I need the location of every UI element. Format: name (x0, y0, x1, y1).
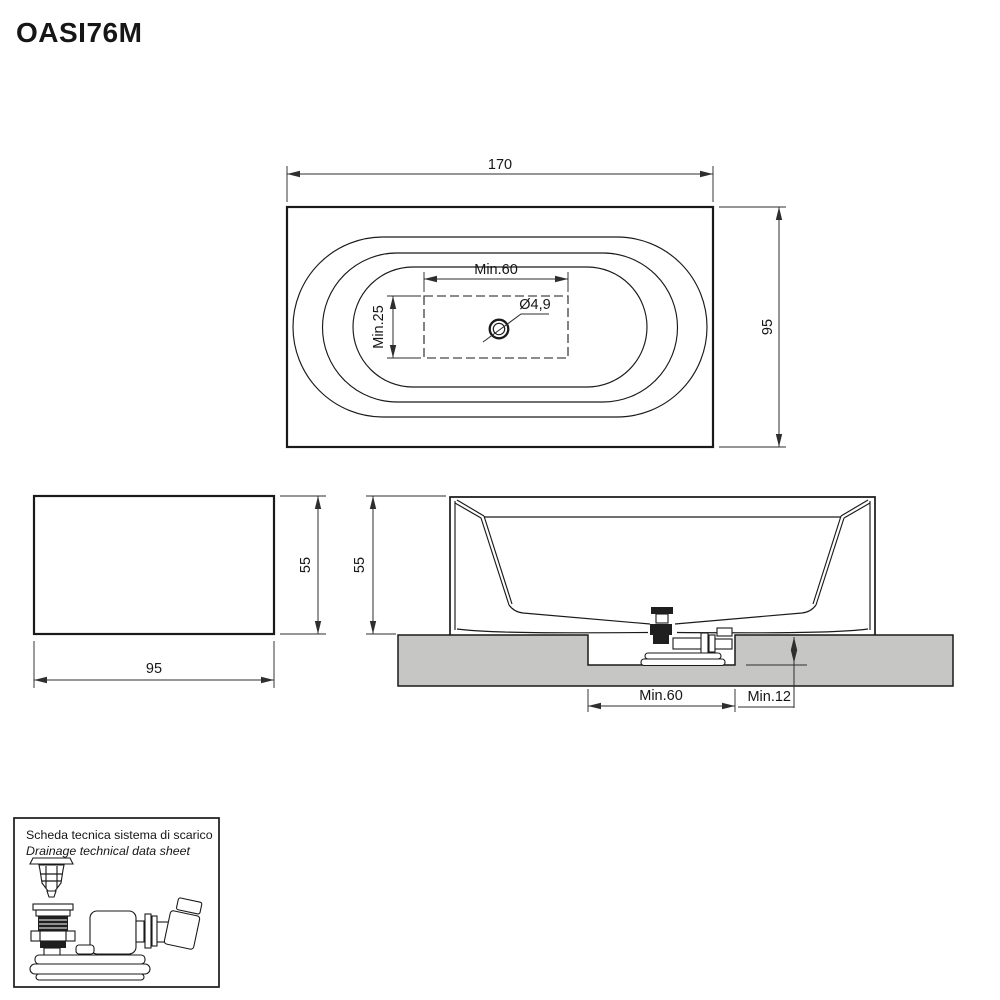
trap-step (75, 944, 95, 955)
trap-plate-bottom (640, 658, 726, 667)
outlet-flange (144, 913, 152, 949)
pipe-flange-2 (708, 634, 716, 653)
side-view: 55 95 (32, 494, 326, 688)
drain-assembly-section (640, 607, 733, 667)
drain-leader-line (482, 313, 549, 343)
drain-detail-box: Scheda tecnica sistema di scarico Draina… (13, 817, 220, 988)
dim-section-recess-depth: Min.12 (738, 637, 807, 708)
extension-lines (366, 495, 446, 635)
drain-flange-plate (32, 903, 74, 911)
tub-side-outline (32, 494, 276, 636)
section-view: 55 Min.60 Min.12 (352, 495, 954, 712)
dim-label-recess-depth: Min.12 (747, 689, 791, 705)
mounting-platform (397, 634, 954, 687)
drain-threads-2 (40, 941, 66, 948)
pipe-end (714, 638, 733, 650)
box-caption-italian: Scheda tecnica sistema di scarico (26, 828, 213, 842)
dim-label-depth: 95 (760, 319, 776, 335)
dim-side-width: 95 (33, 641, 275, 688)
tub-rim-outer (292, 236, 708, 418)
dim-section-recess-width: Min.60 (587, 688, 736, 712)
dim-label-height: 55 (352, 557, 368, 573)
elbow-body (163, 910, 201, 950)
trap-plate-top (644, 652, 722, 660)
drain-column (650, 607, 673, 644)
tub-outer-shell (449, 496, 876, 635)
top-view: Ø4,9 170 95 Min.60 Min.25 (285, 157, 786, 449)
dim-label-drain-diameter: Ø4,9 (519, 297, 550, 313)
extension-lines (719, 206, 786, 448)
elbow-cap (175, 897, 203, 915)
plug-struts (41, 866, 62, 888)
tub-sloped-walls (454, 499, 871, 606)
tub-basin-floor-lines (456, 604, 869, 634)
drain-kit-drawing (29, 857, 203, 981)
box-caption-english: Drainage technical data sheet (26, 844, 190, 858)
trap-body (89, 910, 137, 955)
thread-hatching (39, 919, 67, 929)
pipe-flange (700, 632, 709, 655)
outlet-elbow (163, 897, 203, 950)
outlet-flange-2 (151, 915, 158, 947)
plug-tip (46, 890, 57, 898)
nut-facets (39, 931, 67, 941)
dim-top-depth: 95 (719, 206, 786, 448)
recess-dashed-outline (423, 295, 569, 359)
tub-inner-walls (454, 501, 871, 630)
drain-inner-circle (492, 322, 506, 336)
tub-basin-floor (352, 266, 648, 388)
drain-symbol: Ø4,9 (482, 297, 551, 343)
tub-rim-inner (321, 252, 679, 403)
base-plate-mid (29, 963, 151, 975)
dim-label-width: 95 (146, 661, 162, 677)
dim-side-height: 55 (280, 495, 326, 635)
base-plate-top (34, 954, 146, 965)
dim-top-width: 170 (286, 157, 714, 202)
dim-recess-depth: Min.25 (371, 295, 421, 359)
drain-flange-plate-2 (35, 909, 71, 917)
dim-recess-width: Min.60 (423, 262, 569, 292)
drain-neck (655, 613, 669, 624)
tub-section (449, 496, 876, 635)
dim-label-recess-width: Min.60 (474, 262, 518, 278)
dim-label-recess-width: Min.60 (639, 688, 683, 704)
plug-cap (29, 857, 74, 865)
outlet-pipe-segment (135, 920, 145, 943)
drain-nut (30, 930, 76, 942)
dim-label-recess-depth: Min.25 (371, 305, 387, 349)
page-title: OASI76M (16, 17, 142, 48)
leader-tail-underline (738, 663, 795, 708)
pipe-cap (716, 627, 733, 637)
drain-pipe (672, 637, 704, 650)
dim-label-width: 170 (488, 157, 512, 173)
dim-section-height: 55 (352, 495, 446, 635)
base-plate-lip (35, 973, 145, 981)
dim-label-height: 55 (298, 557, 314, 573)
